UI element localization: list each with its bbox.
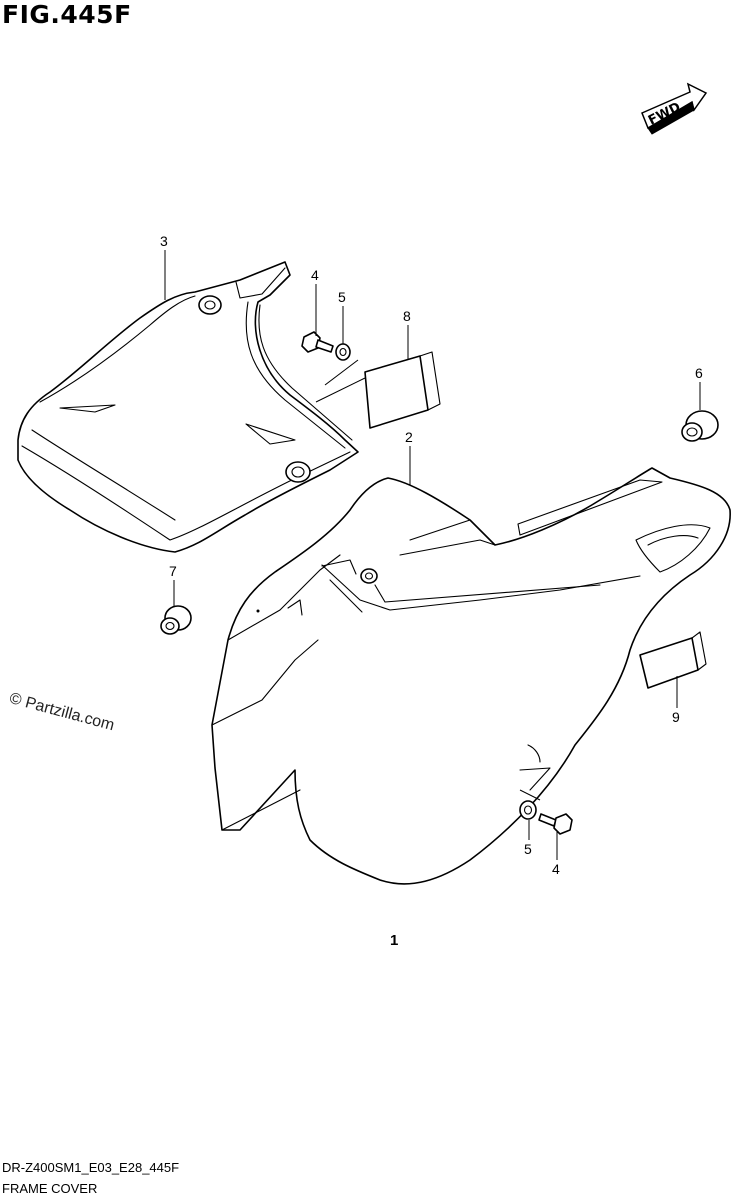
callout-6: 6 <box>695 365 703 381</box>
callout-8: 8 <box>403 308 411 324</box>
washer-5-lower-part <box>519 800 537 820</box>
pad-9-part <box>639 631 707 689</box>
callout-labels: 3 4 5 8 2 6 7 9 5 4 1 <box>160 233 703 949</box>
drawing-code: DR-Z400SM1_E03_E28_445F <box>2 1160 180 1175</box>
leader-lines <box>164 250 701 860</box>
callout-4-lower: 4 <box>552 861 560 877</box>
right-side-cover-part <box>211 467 731 885</box>
grommet-6-part <box>681 410 719 442</box>
callout-4-upper: 4 <box>311 267 319 283</box>
callout-9: 9 <box>672 709 680 725</box>
drawing-caption: FRAME COVER <box>2 1181 98 1196</box>
callout-1: 1 <box>390 932 398 949</box>
bolt-4-lower-part <box>538 813 573 835</box>
callout-5-upper: 5 <box>338 289 346 305</box>
callout-5-lower: 5 <box>524 841 532 857</box>
callout-2: 2 <box>405 429 413 445</box>
callout-3: 3 <box>160 233 168 249</box>
figure-title: FIG.445F <box>2 0 132 29</box>
pad-8-part <box>364 351 441 429</box>
washer-5-upper-part <box>335 343 351 361</box>
left-side-cover-part <box>17 261 359 553</box>
bolt-4-upper-part <box>301 331 334 353</box>
grommet-7-part <box>160 605 192 635</box>
fwd-arrow-icon: FWD <box>641 82 708 135</box>
callout-7: 7 <box>169 563 177 579</box>
